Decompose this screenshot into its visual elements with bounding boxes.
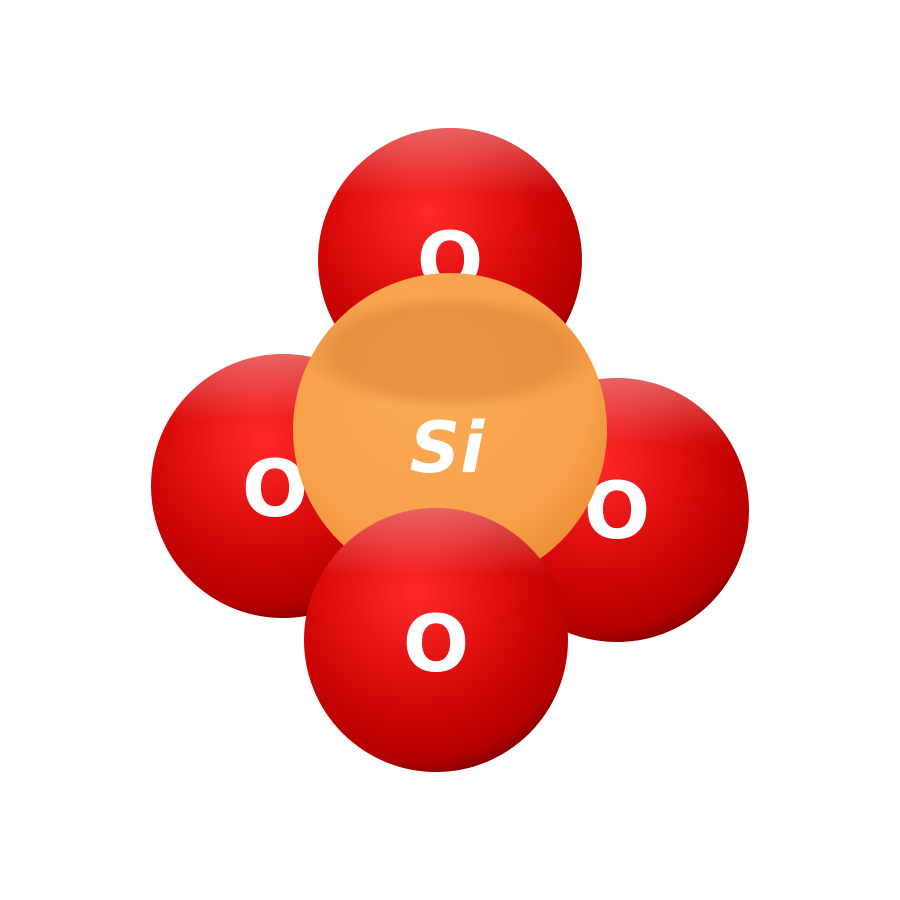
silicon-label: Si (410, 407, 485, 489)
oxygen-atom-bottom: O (304, 508, 568, 772)
silicon-atom-center: Si (293, 273, 607, 587)
oxygen-label-bottom: O (403, 600, 469, 690)
